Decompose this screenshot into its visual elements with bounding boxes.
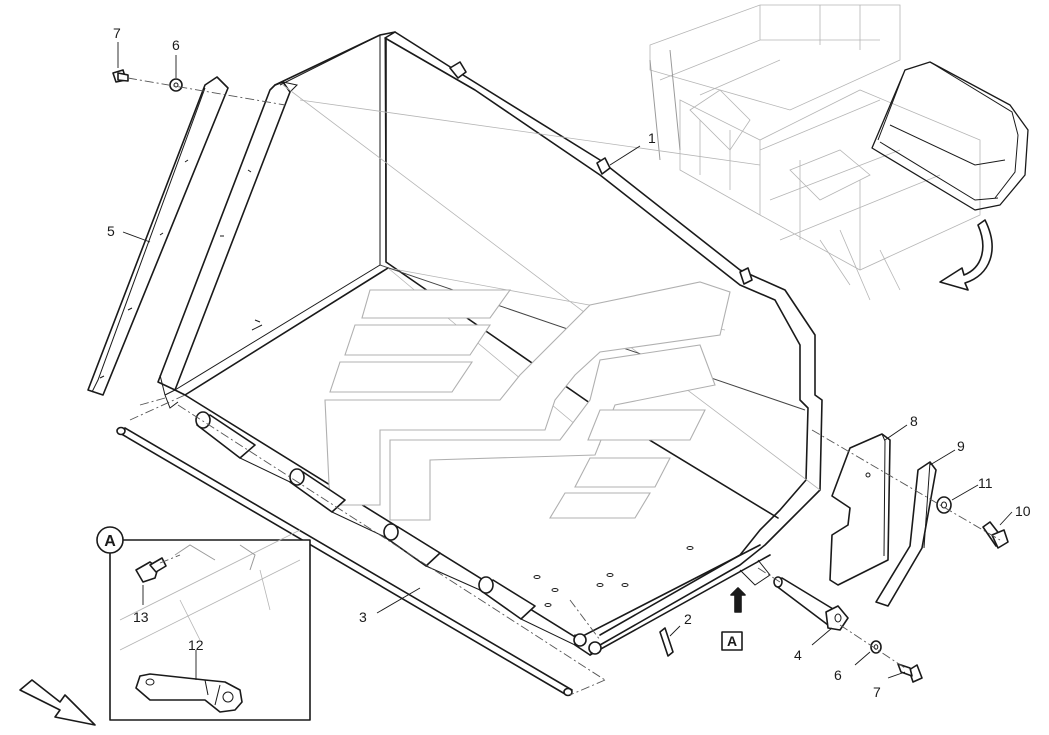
rotation-arrow-icon — [939, 219, 993, 291]
part-2-pin[interactable] — [659, 627, 674, 657]
context-view-machine — [649, 4, 1029, 301]
part-7-bolt-top[interactable] — [112, 69, 129, 83]
view-marker-label: A — [727, 633, 737, 649]
part-6-washer-top[interactable] — [169, 78, 183, 92]
callout-3: 3 — [359, 609, 367, 625]
part-6-washer-bottom[interactable] — [870, 640, 882, 654]
callout-9: 9 — [957, 438, 965, 454]
part-8-plate[interactable] — [829, 433, 891, 586]
watermark-logo — [324, 281, 731, 521]
part-9-strip[interactable] — [875, 461, 937, 607]
callout-4: 4 — [794, 647, 802, 663]
part-13-plug[interactable] — [135, 557, 167, 583]
view-a-marker: A — [721, 587, 746, 651]
part-5-side-strip[interactable] — [87, 76, 229, 396]
part-7-bolt-bottom[interactable] — [897, 663, 923, 683]
callout-6-bottom: 6 — [834, 667, 842, 683]
detail-view-a: A — [96, 526, 311, 721]
callout-11: 11 — [978, 475, 993, 491]
callout-labels: 1 2 3 4 5 6 6 7 7 8 9 10 11 12 13 — [107, 25, 1031, 700]
detail-view-label: A — [104, 533, 116, 550]
callout-5: 5 — [107, 223, 115, 239]
callout-8: 8 — [910, 413, 918, 429]
callout-6-top: 6 — [172, 37, 180, 53]
part-3-rod[interactable] — [116, 426, 573, 697]
callout-7-bottom: 7 — [873, 684, 881, 700]
part-4-shaft[interactable] — [773, 576, 849, 631]
callout-12: 12 — [188, 637, 204, 653]
direction-arrow-icon — [19, 679, 96, 726]
callout-10: 10 — [1015, 503, 1031, 519]
part-10-bolt[interactable] — [982, 521, 1009, 549]
callout-7-top: 7 — [113, 25, 121, 41]
floor-holes — [533, 546, 694, 607]
part-12-bracket[interactable] — [135, 673, 243, 713]
rollers — [195, 411, 576, 646]
callout-1: 1 — [648, 130, 656, 146]
leader-lines — [117, 42, 1013, 680]
callout-13: 13 — [133, 609, 149, 625]
callout-2: 2 — [684, 611, 692, 627]
